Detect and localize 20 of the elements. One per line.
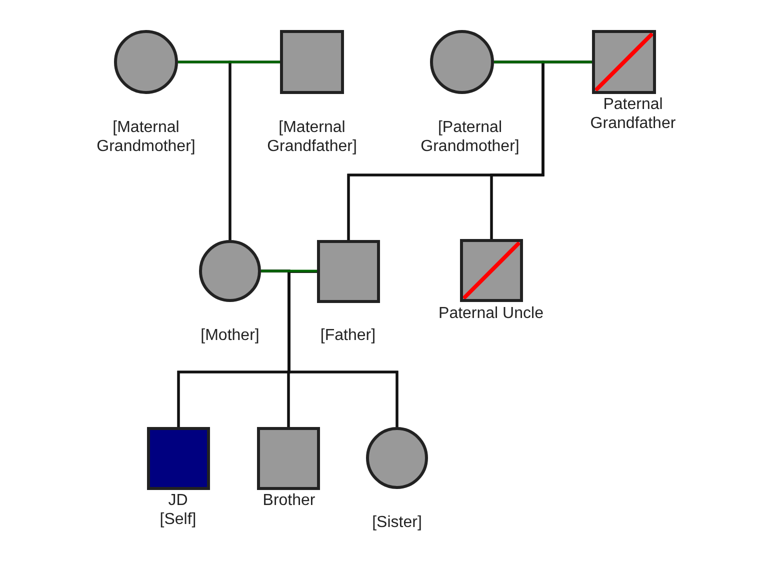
male-square [147, 427, 210, 490]
male-square [592, 30, 656, 94]
person-label: [Mother] [200, 326, 260, 345]
marriage-line [494, 60, 592, 64]
male-square [317, 240, 380, 303]
marriage-line [261, 270, 317, 272]
male-square [280, 30, 344, 94]
person-label: [Sister] [371, 513, 423, 532]
male-square [257, 427, 320, 490]
person-label: Brother [262, 491, 316, 510]
person-label: [Father] [319, 326, 377, 345]
person-label: Paternal Grandfather [589, 95, 677, 133]
male-square [460, 239, 523, 302]
person-label: [Paternal Grandmother] [420, 118, 520, 156]
person-label: JD [Self] [158, 491, 198, 529]
person-label: [Maternal Grandmother] [96, 118, 196, 156]
descent-line [288, 270, 398, 427]
person-label: [Maternal Grandfather] [266, 118, 358, 156]
person-label: Paternal Uncle [438, 304, 544, 323]
marriage-line [178, 60, 280, 64]
